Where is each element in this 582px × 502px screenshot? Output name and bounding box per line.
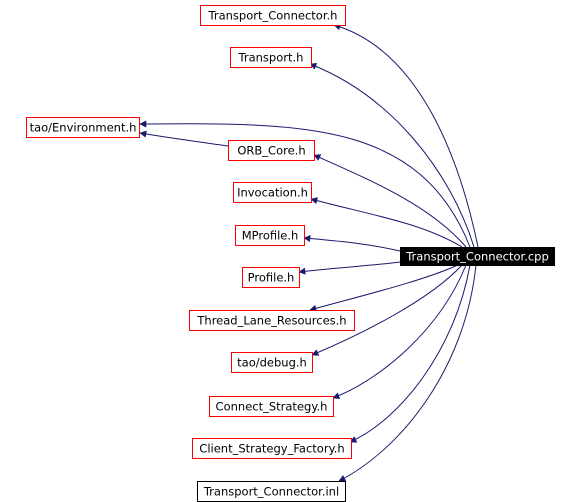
node-box	[400, 247, 555, 266]
node-label: Transport.h	[238, 51, 304, 65]
edge-root-to-transport-connector-h	[333, 23, 479, 248]
edge-root-to-tao-debug-h	[311, 264, 463, 356]
edge-root-to-orb-core-h	[313, 154, 467, 248]
node-connect-strategy-h[interactable]: Connect_Strategy.h	[209, 396, 334, 417]
node-label: Transport_Connector.cpp	[405, 250, 549, 264]
node-transport-h[interactable]: Transport.h	[230, 47, 312, 68]
node-tao-environment-h[interactable]: tao/Environment.h	[26, 117, 140, 138]
node-tao-debug-h[interactable]: tao/debug.h	[231, 352, 313, 373]
node-client-strategy-factory-h[interactable]: Client_Strategy_Factory.h	[192, 438, 352, 459]
node-box	[230, 47, 312, 68]
node-box	[235, 225, 305, 246]
node-label: Transport_Connector.h	[208, 9, 338, 23]
node-box	[209, 396, 334, 417]
node-invocation-h[interactable]: Invocation.h	[233, 182, 312, 203]
node-mprofile-h[interactable]: MProfile.h	[235, 225, 305, 246]
edge-root-to-connect-strategy-h	[332, 264, 467, 400]
node-profile-h[interactable]: Profile.h	[242, 267, 300, 288]
node-label: Transport_Connector.inl	[203, 485, 339, 499]
node-label: ORB_Core.h	[237, 144, 305, 158]
node-box	[26, 117, 140, 138]
edge-root-to-invocation-h	[310, 197, 463, 248]
node-label: Thread_Lane_Resources.h	[196, 314, 346, 328]
node-box	[192, 438, 352, 459]
node-orb-core-h[interactable]: ORB_Core.h	[228, 140, 315, 161]
node-thread-lane-resources-h[interactable]: Thread_Lane_Resources.h	[189, 310, 355, 331]
edge-root-to-mprofile-h	[303, 235, 401, 252]
node-label: tao/Environment.h	[30, 121, 137, 135]
node-root: Transport_Connector.cpp	[400, 247, 555, 266]
node-box	[242, 267, 300, 288]
node-transport-connector-h[interactable]: Transport_Connector.h	[200, 5, 346, 26]
edge-root-to-transport-connector-inl	[338, 264, 477, 482]
edge-root-to-tao-environment-h	[139, 120, 471, 248]
edge-root-to-client-strategy-factory-h	[349, 264, 471, 443]
edge-root-to-profile-h	[298, 261, 401, 275]
nodes-layer: Transport_Connector.cppTransport_Connect…	[26, 5, 555, 502]
edge-root-to-thread-lane-resources-h	[309, 264, 459, 312]
node-box	[189, 310, 355, 331]
node-box	[231, 352, 313, 373]
edge-orb-core-h-to-tao-environment-h	[139, 130, 229, 147]
node-label: tao/debug.h	[237, 356, 307, 370]
node-label: MProfile.h	[242, 229, 299, 243]
node-label: Connect_Strategy.h	[216, 400, 328, 414]
node-box	[233, 182, 312, 203]
edges-layer	[139, 23, 479, 482]
node-transport-connector-inl[interactable]: Transport_Connector.inl	[197, 481, 346, 502]
node-box	[200, 5, 346, 26]
node-box	[228, 140, 315, 161]
edge-root-to-transport-h	[309, 63, 475, 248]
node-label: Invocation.h	[237, 186, 308, 200]
node-label: Client_Strategy_Factory.h	[199, 442, 344, 456]
node-label: Profile.h	[248, 271, 295, 285]
